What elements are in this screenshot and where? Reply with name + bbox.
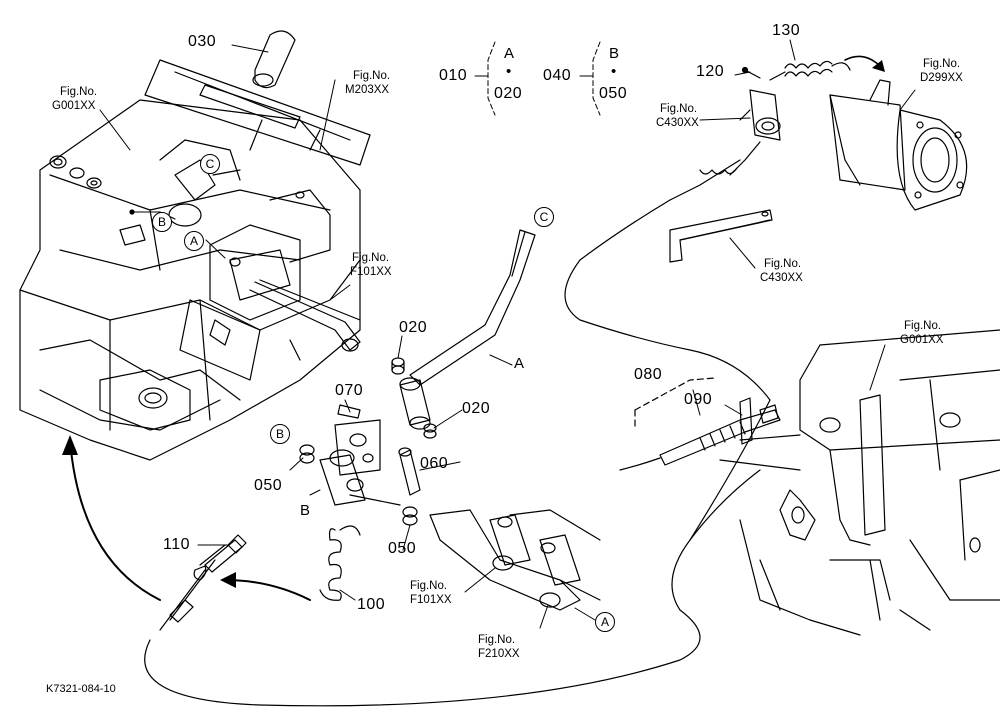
group-040-child: 050 [599,85,628,102]
fig-ref-g001-right: G001XX [900,334,944,346]
lever-collar [399,377,431,430]
bracket-c430 [669,209,773,263]
group-010-letter: A [504,45,515,62]
part-label-120: 120 [696,63,725,80]
bracket-label-b: B [300,502,311,519]
arrow-heads [62,435,236,588]
part-label-080: 080 [634,366,663,383]
fig-label-g001-left: Fig.No. [60,86,98,98]
fig-ref-f210: F210XX [478,648,520,660]
marker-c-frame: C [200,154,220,174]
bushing-020 [391,357,437,439]
leader-lines [99,39,916,629]
marker-a-linkage: A [595,612,615,632]
lever-label-a: A [514,355,525,372]
part-label-110: 110 [163,536,191,553]
nut-and-washer [49,155,102,189]
group-bracket-080 [634,377,716,431]
part-label-090: 090 [684,391,713,408]
fig-label-f101-bottom: Fig.No. [410,580,448,592]
part-label-130: 130 [772,22,801,39]
fig-label-d299: Fig.No. [923,58,961,70]
marker-c-lever: C [534,207,554,227]
direction-arrows [69,439,311,601]
group-010-head: 010 [439,67,468,84]
group-040-letter: B [609,45,620,62]
fig-label-c430-top: Fig.No. [660,103,698,115]
fig-ref-m203: M203XX [345,84,390,96]
pedal-linkage-assembly [429,509,601,611]
part-label-020-lower: 020 [462,400,491,417]
lever-bracket-b [319,404,401,506]
switch-assembly [729,89,781,176]
frame-assembly-right [719,329,1000,636]
knob-030 [252,30,296,89]
fig-label-f101-top: Fig.No. [352,252,390,264]
fig-ref-c430-top: C430XX [656,117,699,129]
hook-arrow-head [872,60,885,72]
part-label-100: 100 [357,596,386,613]
cable-upper [564,159,771,401]
fig-ref-f101-bottom: F101XX [410,594,452,606]
part-label-050-lower: 050 [388,540,417,557]
fig-ref-f101-top: F101XX [350,266,392,278]
marker-b-frame: B [152,212,172,232]
pin-060 [398,447,421,496]
fig-ref-d299: D299XX [920,72,963,84]
spring-130 [769,60,851,81]
part-label-060: 060 [420,455,449,472]
part-label-070: 070 [335,382,364,399]
marker-a-frame: A [184,231,204,251]
fig-ref-c430-bracket: C430XX [760,272,803,284]
group-040-dot: • [611,63,617,80]
drawing-id: K7321-084-10 [46,683,116,695]
fig-label-f210: Fig.No. [478,634,516,646]
part-label-020-upper: 020 [399,319,428,336]
marker-b-bracket: B [270,424,290,444]
group-040-head: 040 [543,67,572,84]
housing-d299 [829,79,968,211]
spring-100 [319,525,361,601]
bushing-050 [299,444,418,526]
group-braces [487,41,601,116]
group-010-child: 020 [494,85,523,102]
control-cable [144,399,771,707]
fig-label-g001-right: Fig.No. [904,320,942,332]
lever-plate [144,59,371,166]
fig-ref-g001-left: G001XX [52,100,96,112]
group-010-dot: • [506,63,512,80]
cable-end-110 [193,534,247,581]
cable-adjuster-090 [619,397,781,471]
frame-assembly-left [19,99,361,461]
part-label-050-left: 050 [254,477,283,494]
fig-label-c430-bracket: Fig.No. [764,258,802,270]
fig-label-m203: Fig.No. [353,70,391,82]
part-label-030: 030 [188,33,217,50]
